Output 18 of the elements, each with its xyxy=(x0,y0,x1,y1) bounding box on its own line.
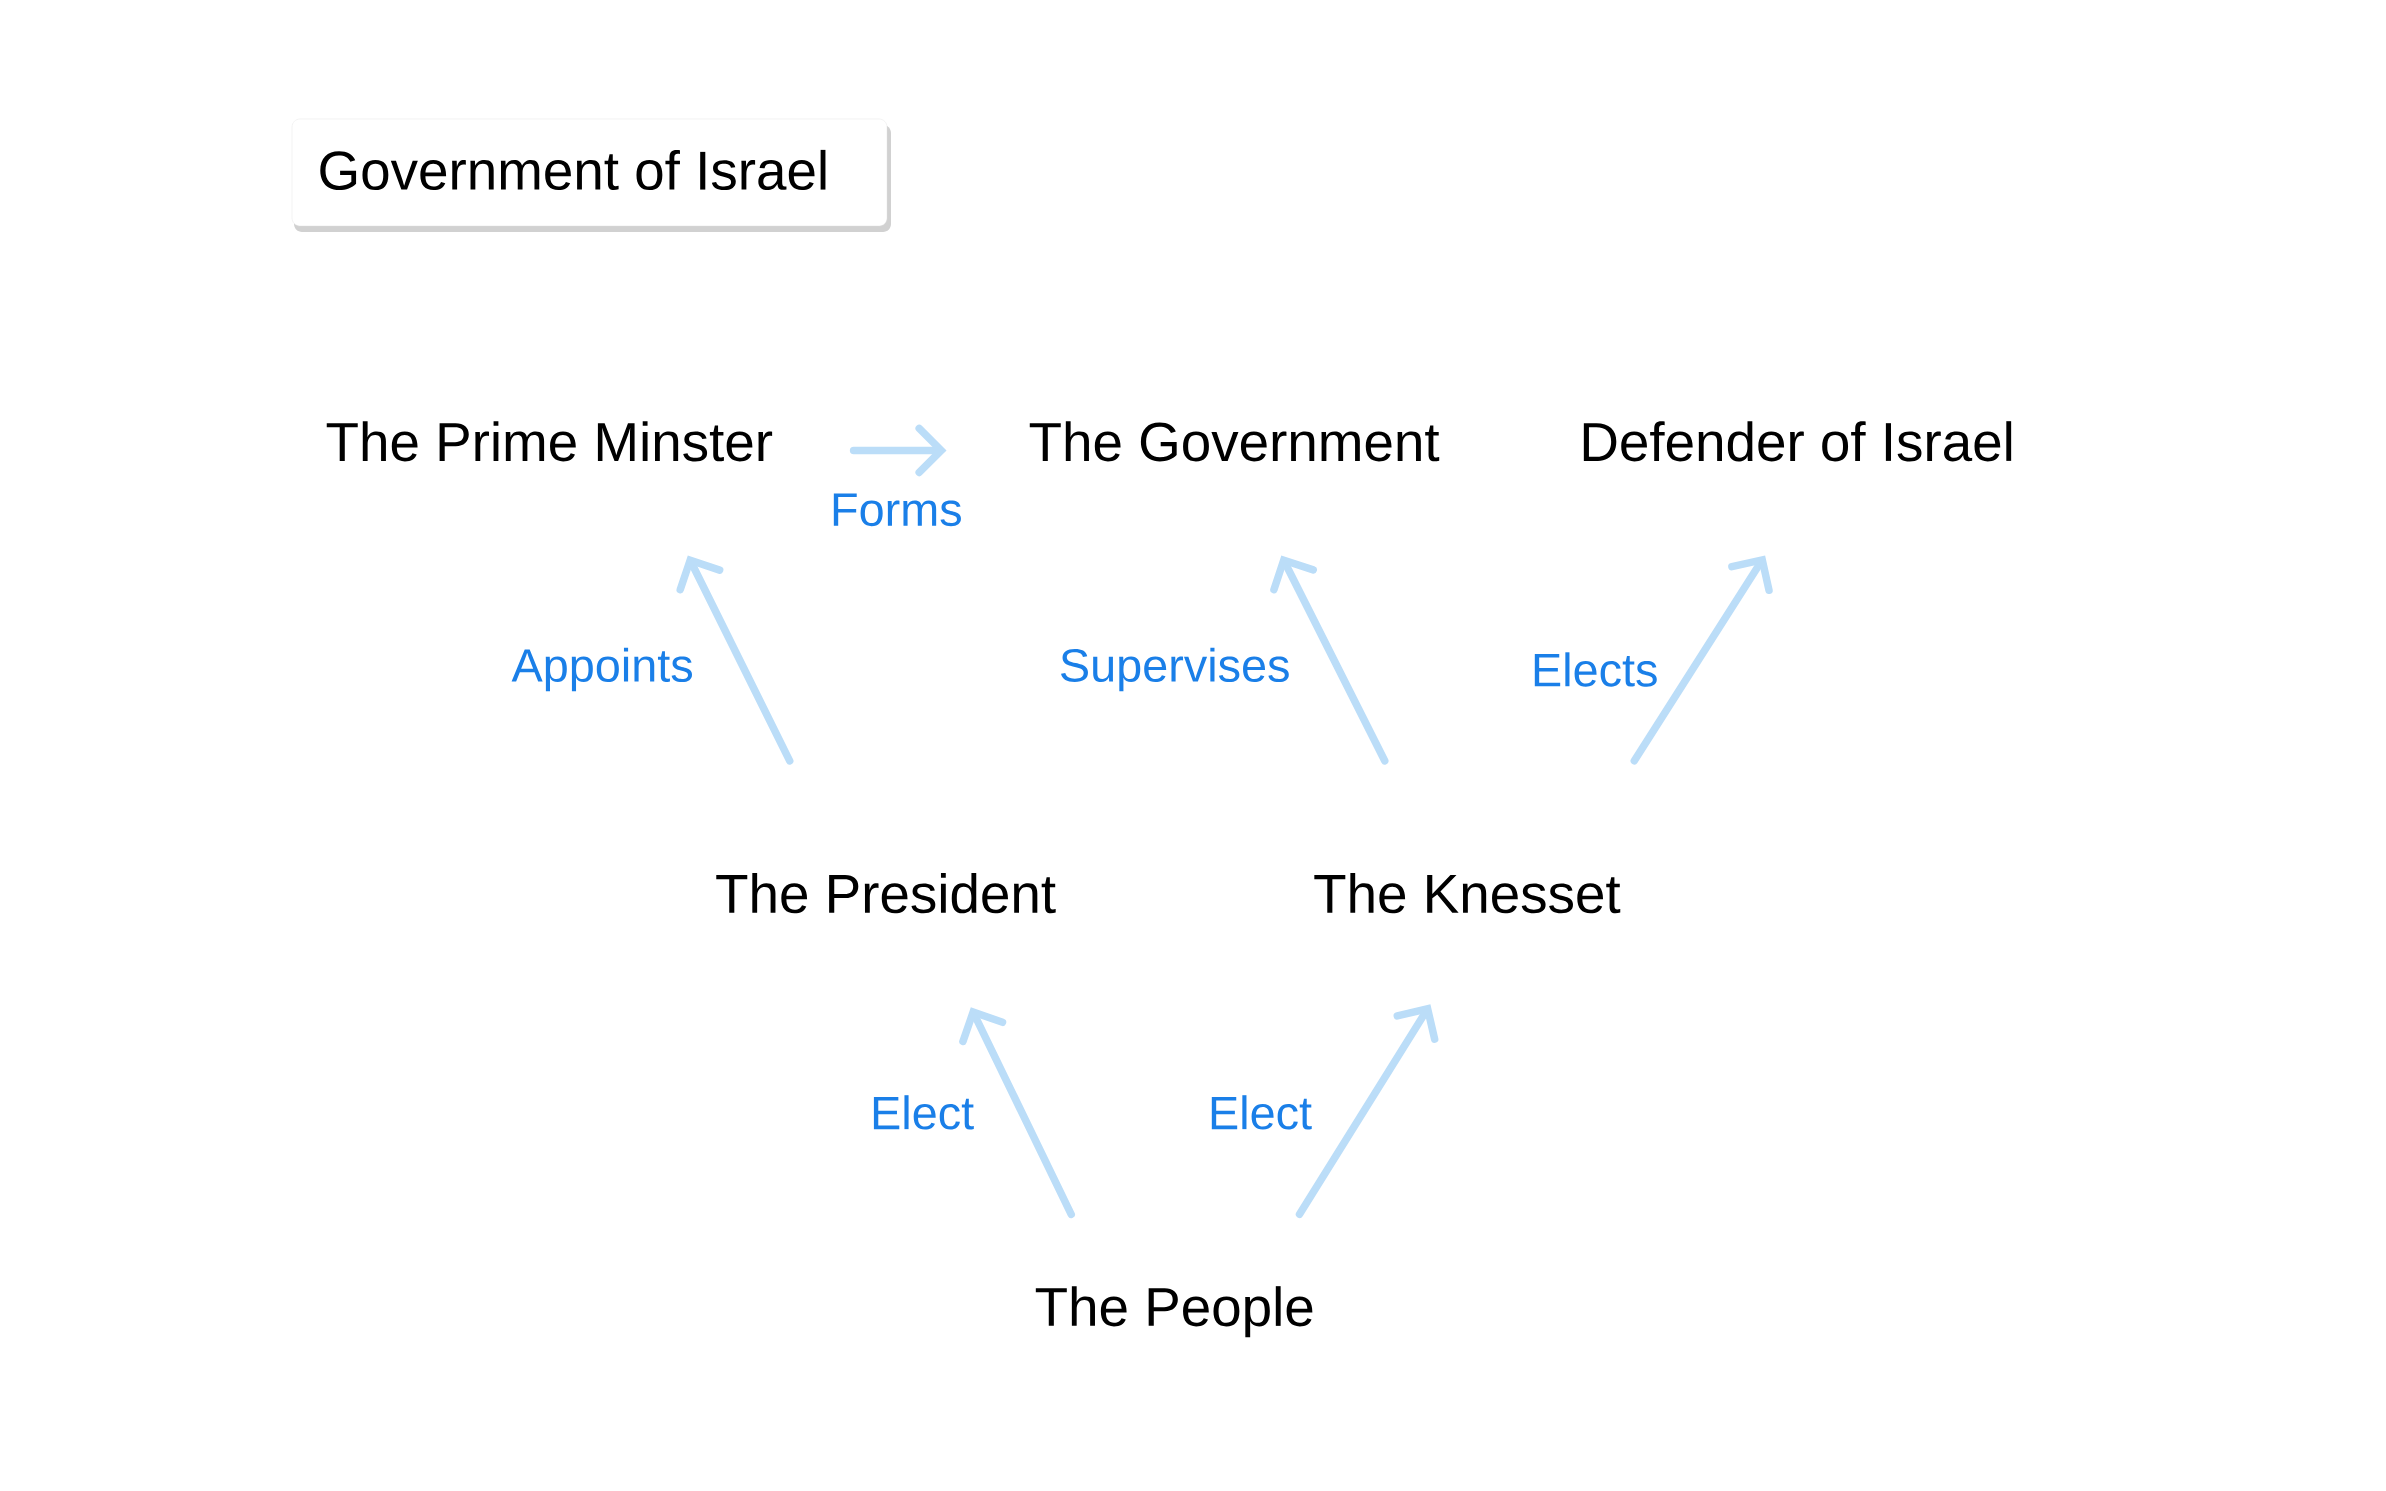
node-label: The People xyxy=(1035,1286,1313,1338)
edge-label: Elect xyxy=(867,1092,978,1133)
title-box: Government of Israel xyxy=(291,118,891,232)
edge-label: Forms xyxy=(827,490,966,530)
node-label: The Prime Minster xyxy=(326,421,773,462)
node-label: The Government xyxy=(1029,421,1440,462)
arrow xyxy=(1270,555,1389,765)
node-label: The President xyxy=(716,873,1056,914)
arrow xyxy=(1295,1004,1439,1219)
arrow xyxy=(959,1007,1075,1219)
arrow xyxy=(1630,555,1773,765)
edge-label: Appoints xyxy=(508,644,697,695)
edge-label: Elect xyxy=(1204,1092,1316,1133)
node-label: Defender of Israel xyxy=(1583,421,2012,462)
node-label: The Knesset xyxy=(1314,873,1621,914)
edge-label: Elects xyxy=(1527,649,1662,690)
arrow xyxy=(676,555,794,765)
edge-label: Supervises xyxy=(1055,644,1294,695)
